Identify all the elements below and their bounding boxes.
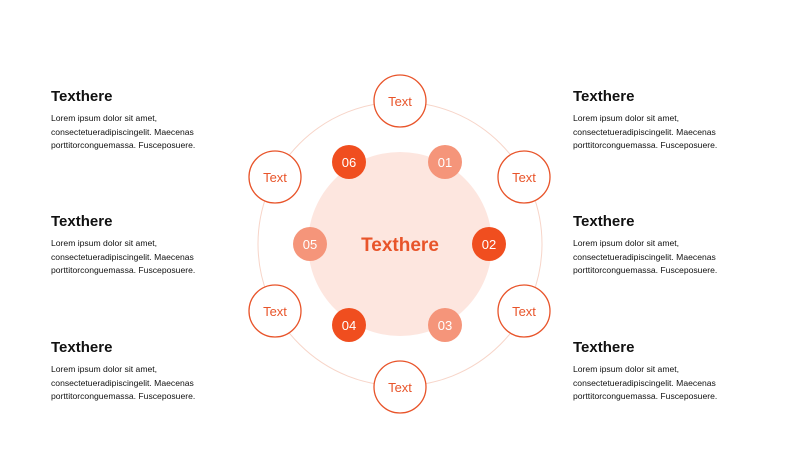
outer-node-top: Text [373,74,427,128]
outer-node-label: Text [263,170,287,185]
outer-node-label: Text [512,170,536,185]
outer-node-bottom: Text [373,360,427,414]
number-node-03: 03 [428,308,462,342]
number-label: 05 [303,237,317,252]
block-body: Lorem ipsum dolor sit amet, consectetuer… [51,113,196,150]
outer-node-label: Text [263,304,287,319]
block-body: Lorem ipsum dolor sit amet, consectetuer… [573,364,718,401]
text-block-left-1: Texthere Lorem ipsum dolor sit amet, con… [51,88,231,153]
block-body: Lorem ipsum dolor sit amet, consectetuer… [573,238,718,275]
number-label: 04 [342,318,356,333]
number-label: 01 [438,155,452,170]
number-node-01: 01 [428,145,462,179]
outer-node-upper-right: Text [497,150,551,204]
number-node-06: 06 [332,145,366,179]
number-node-02: 02 [472,227,506,261]
block-body: Lorem ipsum dolor sit amet, consectetuer… [573,113,718,150]
text-block-right-3: Texthere Lorem ipsum dolor sit amet, con… [573,339,753,404]
outer-node-upper-left: Text [248,150,302,204]
block-title: Texthere [573,339,635,356]
outer-node-lower-left: Text [248,284,302,338]
block-title: Texthere [51,88,113,105]
block-title: Texthere [51,213,113,230]
text-block-left-2: Texthere Lorem ipsum dolor sit amet, con… [51,213,231,278]
outer-node-label: Text [512,304,536,319]
block-body: Lorem ipsum dolor sit amet, consectetuer… [51,364,196,401]
text-block-right-2: Texthere Lorem ipsum dolor sit amet, con… [573,213,753,278]
block-title: Texthere [573,88,635,105]
block-body: Lorem ipsum dolor sit amet, consectetuer… [51,238,196,275]
block-title: Texthere [51,339,113,356]
outer-node-lower-right: Text [497,284,551,338]
block-title: Texthere [573,213,635,230]
outer-node-label: Text [388,380,412,395]
number-label: 06 [342,155,356,170]
number-label: 03 [438,318,452,333]
text-block-left-3: Texthere Lorem ipsum dolor sit amet, con… [51,339,231,404]
number-node-04: 04 [332,308,366,342]
outer-node-label: Text [388,94,412,109]
center-circle [308,152,492,336]
number-label: 02 [482,237,496,252]
number-node-05: 05 [293,227,327,261]
center-label: Texthere [361,235,439,256]
text-block-right-1: Texthere Lorem ipsum dolor sit amet, con… [573,88,753,153]
